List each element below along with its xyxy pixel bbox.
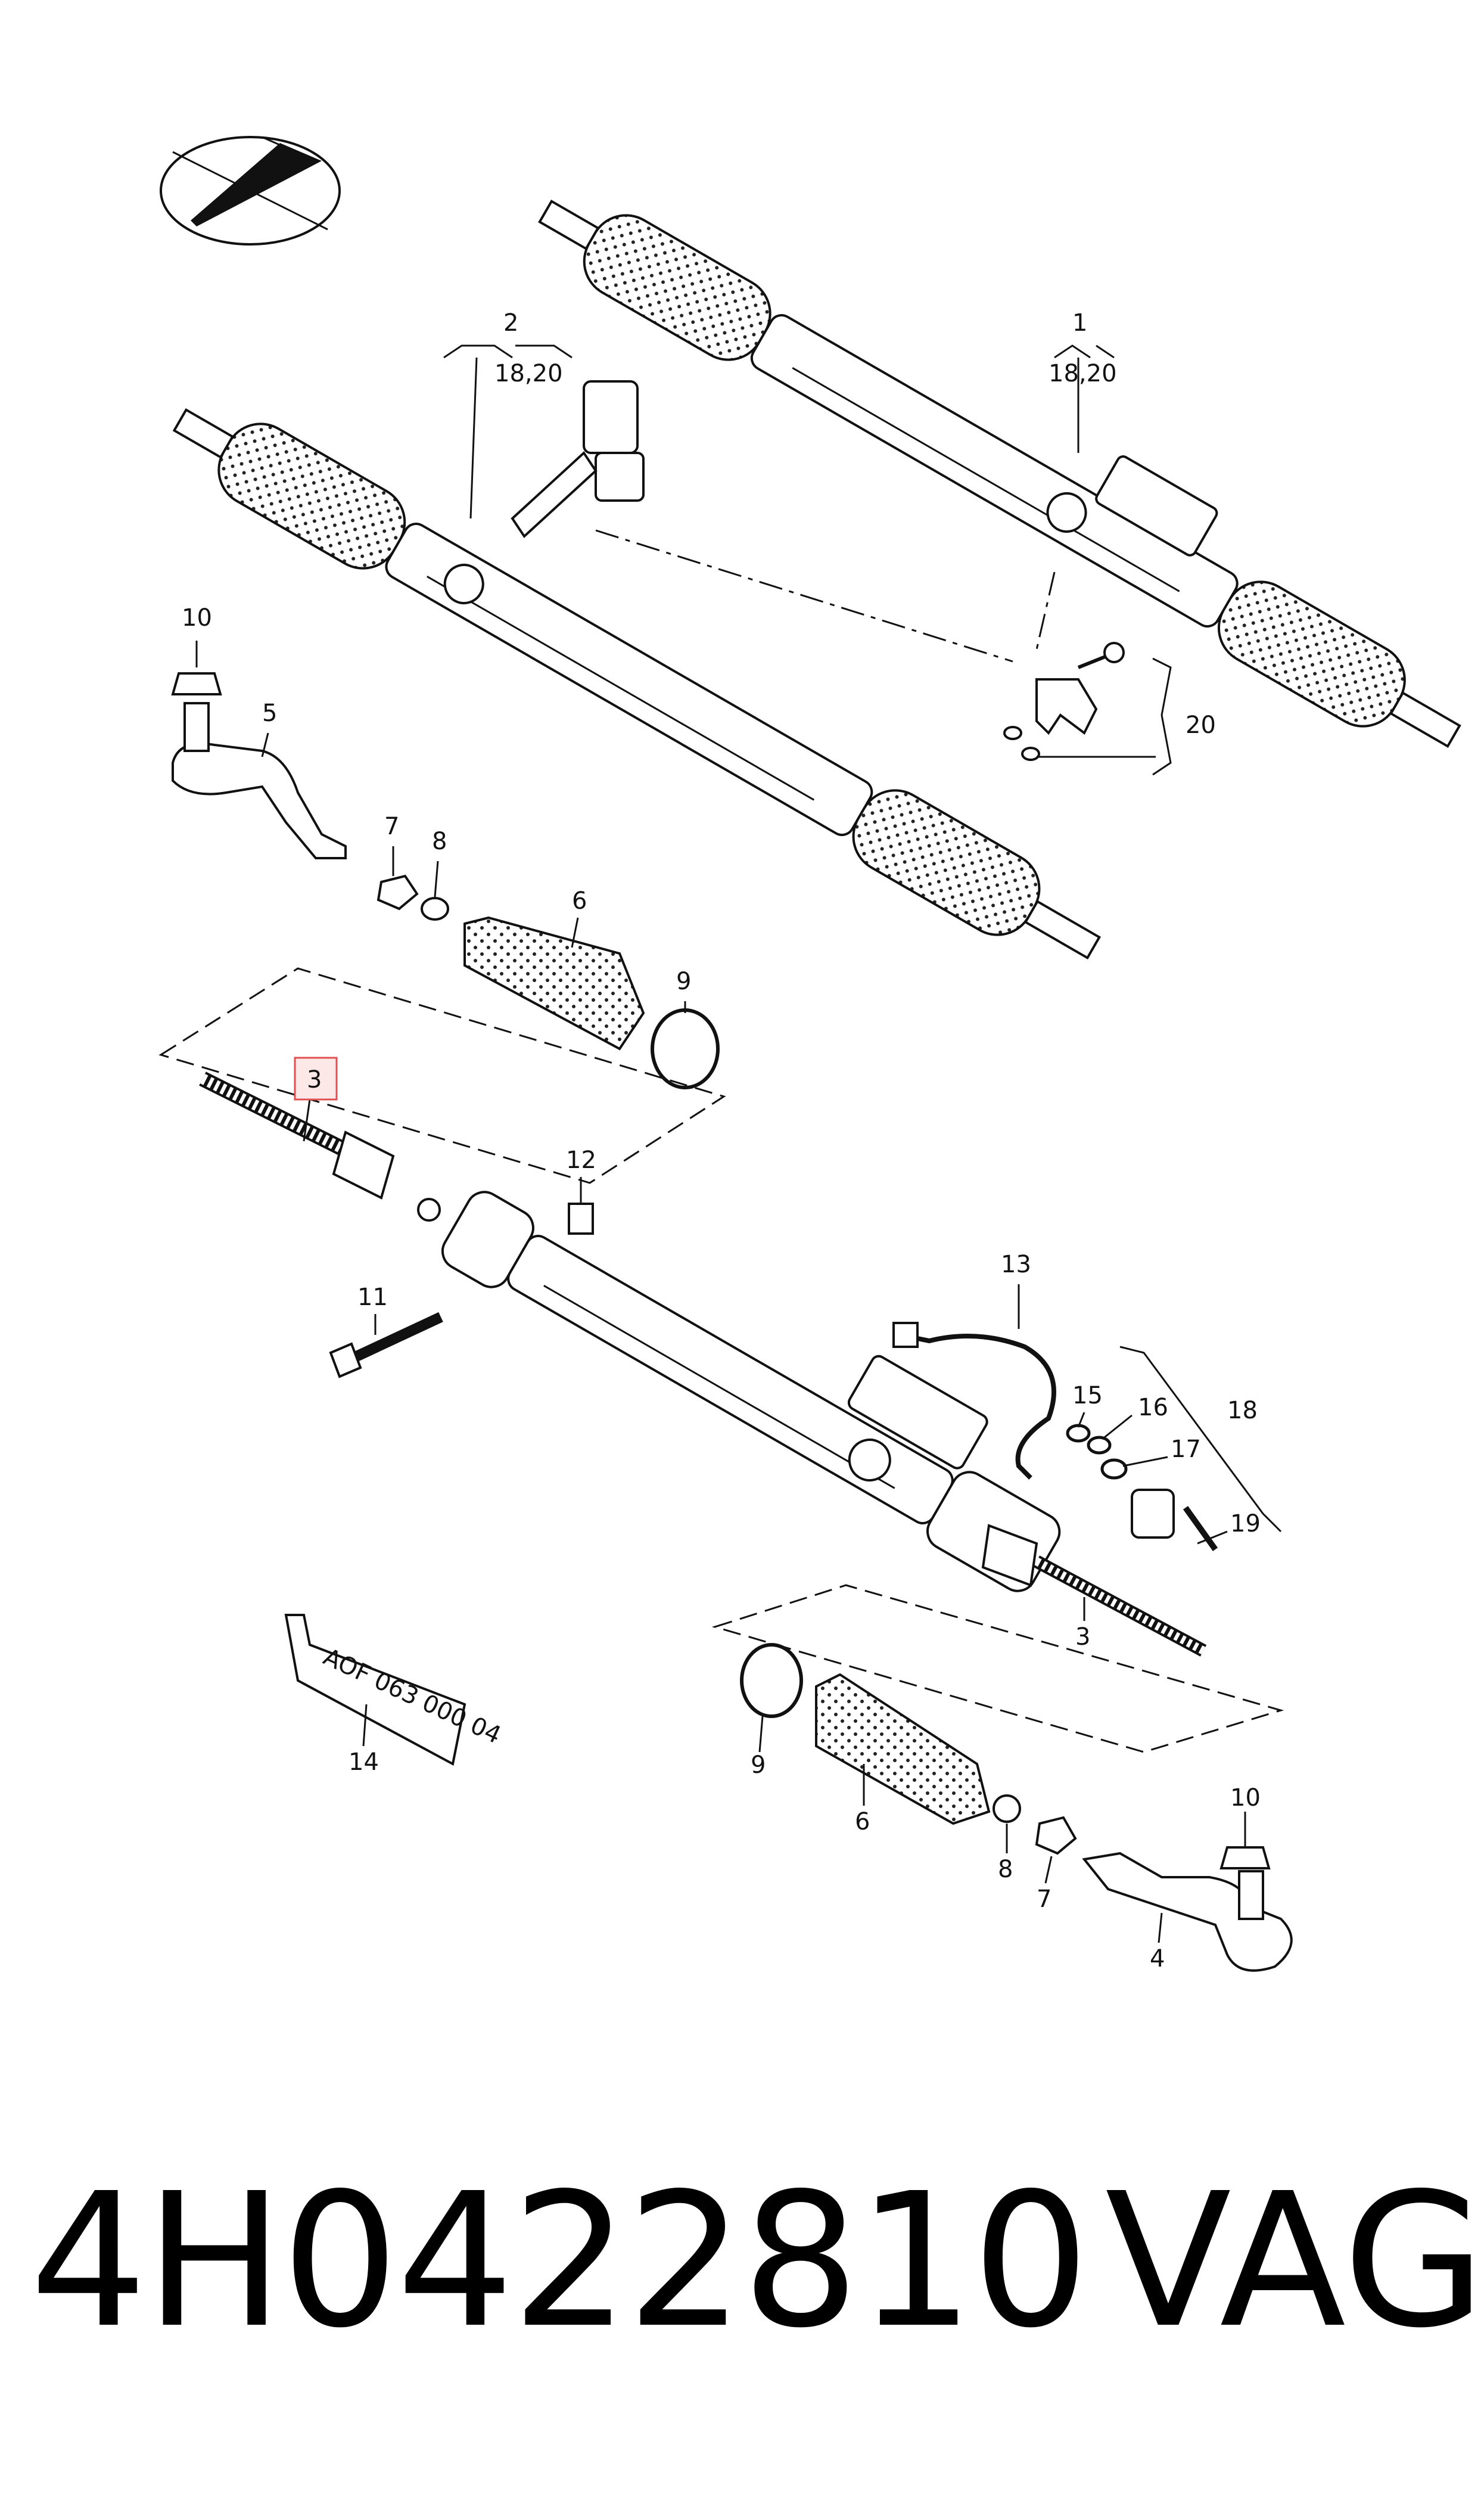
clamp-8-bottom (993, 1794, 1021, 1823)
callout-14: 14 (349, 1748, 379, 1776)
parts-diagram: AOF 063 000 04 1 18,20 2 18,20 (158, 136, 1461, 1973)
callout-3-bottom: 3 (1075, 1623, 1090, 1651)
callout-9-top: 9 (676, 968, 691, 995)
boot-6-bottom (815, 1673, 991, 1825)
callout-13: 13 (1001, 1251, 1031, 1278)
part-number: 4H0422810 (30, 2154, 1090, 2369)
callout-9-bottom: 9 (751, 1751, 766, 1779)
clamp-8 (421, 897, 449, 921)
callout-8-top: 8 (432, 828, 447, 855)
tie-rod-end-4 (1082, 1846, 1293, 1972)
callout-17: 17 (1171, 1436, 1201, 1463)
callout-2-refs: 18,20 (494, 360, 563, 387)
callout-7-bottom: 7 (1037, 1886, 1051, 1913)
fitting-19 (1131, 1489, 1218, 1551)
callout-6-bottom: 6 (855, 1808, 870, 1835)
callout-12: 12 (566, 1147, 596, 1174)
sensor-connector (511, 380, 645, 539)
callout-4: 4 (1150, 1945, 1165, 1973)
callout-10-top: 10 (182, 604, 212, 632)
inner-tie-rod-3 (199, 1071, 441, 1222)
pipe-13 (892, 1322, 1056, 1480)
clip-9 (651, 1008, 720, 1089)
callout-15: 15 (1072, 1382, 1103, 1409)
callout-11: 11 (357, 1284, 388, 1311)
brand-name: VAG (1105, 2154, 1484, 2369)
clip-9-bottom (740, 1643, 803, 1718)
callout-1-refs: 18,20 (1049, 360, 1117, 387)
steering-rack-assembly-1 (538, 199, 1461, 748)
callout-20: 20 (1186, 712, 1216, 739)
callout-7-top: 7 (384, 813, 399, 840)
callout-10-bottom: 10 (1230, 1784, 1261, 1812)
ring-16 (1087, 1436, 1112, 1455)
steering-rack-assembly-2 (172, 408, 1102, 960)
callout-3-highlighted: 3 (307, 1066, 322, 1094)
ring-17 (1100, 1458, 1128, 1480)
orientation-symbol-icon (160, 136, 341, 246)
nut-7 (377, 874, 419, 911)
inner-tie-rod-3-bottom (981, 1524, 1207, 1657)
boot-6 (463, 916, 645, 1051)
callout-18: 18 (1227, 1397, 1258, 1424)
leader-lines (195, 344, 1282, 1943)
callout-5: 5 (262, 700, 277, 727)
callout-8-bottom: 8 (998, 1856, 1013, 1883)
ring-15 (1066, 1424, 1091, 1443)
callout-1: 1 (1072, 309, 1087, 337)
nut-7-bottom (1035, 1816, 1077, 1855)
highlight-box (294, 1057, 338, 1101)
callout-2: 2 (503, 309, 518, 337)
callout-19: 19 (1230, 1510, 1261, 1538)
callout-6-top: 6 (572, 887, 587, 915)
tie-rod-end-5 (171, 672, 347, 859)
clamp-12 (568, 1203, 594, 1235)
callout-16: 16 (1138, 1394, 1168, 1421)
bolt-11 (329, 1312, 443, 1378)
grease-tube-14: AOF 063 000 04 (284, 1614, 505, 1766)
fixing-kit-20 (1003, 642, 1172, 776)
